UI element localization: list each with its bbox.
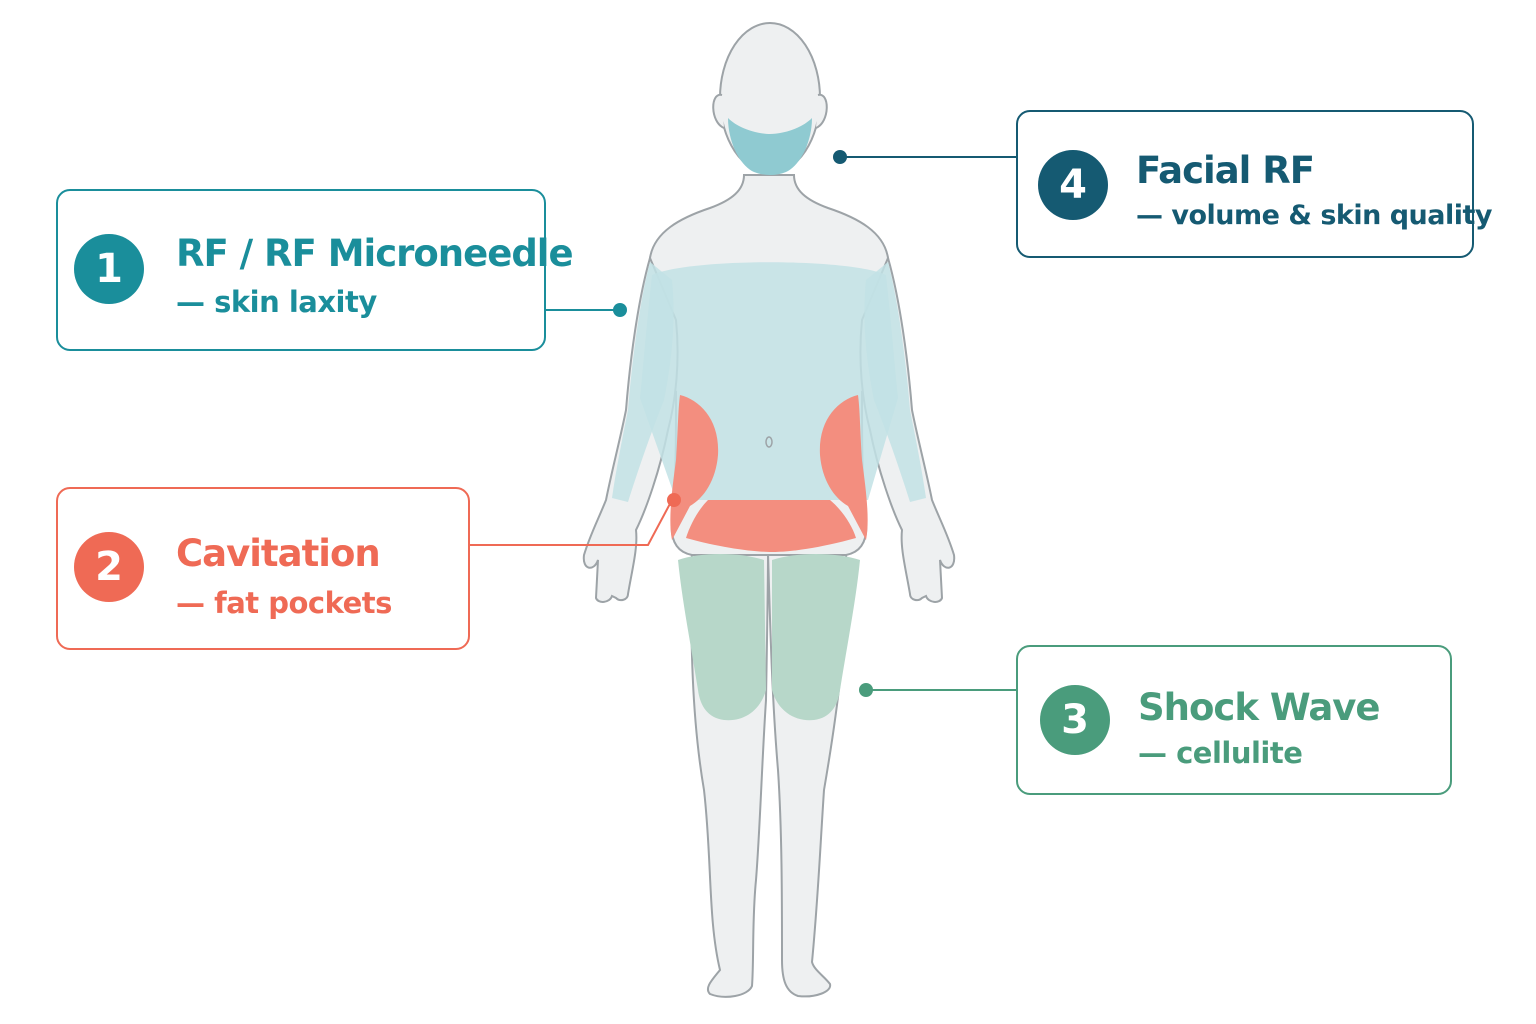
connectors	[470, 150, 1016, 697]
left-ear	[712, 93, 725, 129]
callout-3-title: Shock Wave	[1138, 686, 1381, 729]
zone-face	[728, 118, 812, 175]
zone-left-arm-band	[612, 262, 674, 502]
callout-cavitation: 2 Cavitation — fat pockets	[56, 487, 470, 650]
connector-4-dot	[833, 150, 847, 164]
callout-rf-microneedle: 1 RF / RF Microneedle — skin laxity	[56, 189, 574, 351]
connector-1-dot	[613, 303, 627, 317]
callout-facial-rf: 4 Facial RF — volume & skin quality	[1016, 110, 1493, 258]
callout-1-subtitle: — skin laxity	[176, 285, 377, 319]
callout-4-subtitle: — volume & skin quality	[1136, 200, 1493, 231]
zone-right-thigh	[772, 554, 860, 721]
callout-1-number-badge: 1	[74, 234, 144, 304]
zone-left-flank	[670, 395, 719, 540]
treatment-zones	[612, 118, 926, 721]
callout-2-number-badge: 2	[74, 532, 144, 602]
callout-4-title: Facial RF	[1136, 149, 1315, 192]
zone-right-arm-band	[864, 262, 926, 502]
callout-3-number-badge: 3	[1040, 685, 1110, 755]
zone-hips	[686, 500, 856, 552]
callout-2-title: Cavitation	[176, 532, 381, 575]
callout-1-title: RF / RF Microneedle	[176, 232, 574, 275]
navel	[765, 436, 773, 448]
connector-3-dot	[859, 683, 873, 697]
callout-3-subtitle: — cellulite	[1138, 736, 1303, 770]
callout-2-subtitle: — fat pockets	[176, 586, 392, 620]
connector-2	[470, 499, 673, 546]
zone-right-flank	[819, 395, 868, 540]
right-ear	[815, 93, 828, 129]
connector-2-dot	[667, 493, 681, 507]
zone-left-thigh	[678, 554, 766, 721]
callout-4-number-badge: 4	[1038, 150, 1108, 220]
callout-shock-wave: 3 Shock Wave — cellulite	[1016, 645, 1452, 795]
